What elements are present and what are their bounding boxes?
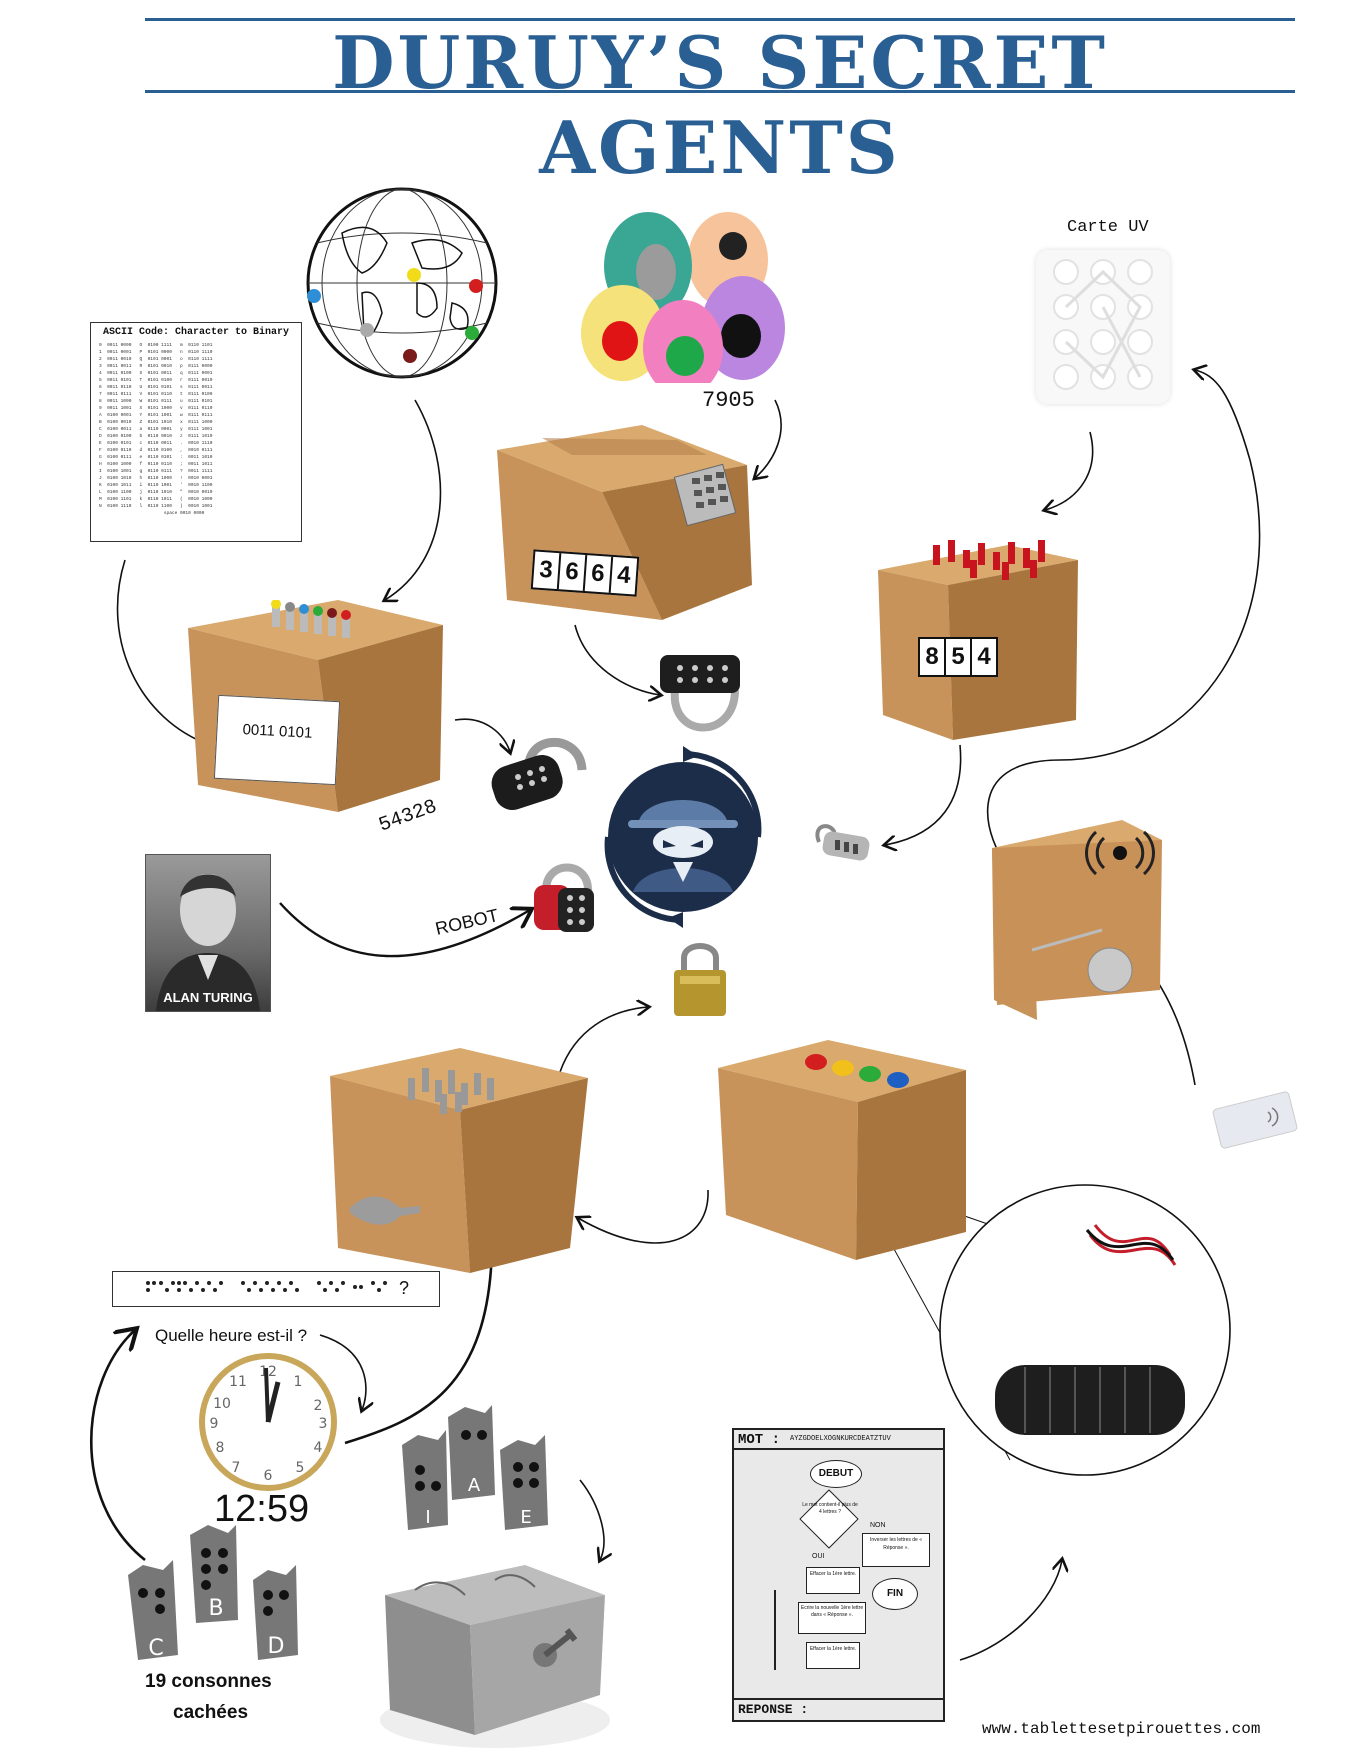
svg-text:11: 11 <box>229 1374 247 1390</box>
arrow-chart-to-cryptex <box>959 1560 1062 1661</box>
mot-value: AYZGDOELXOGNKURCDEATZTUV <box>790 1435 891 1443</box>
balloons-code: 7905 <box>702 388 755 413</box>
digit: 5 <box>946 639 972 675</box>
svg-text:2: 2 <box>314 1398 323 1414</box>
quelle-heure-label: Quelle heure est-il ? <box>155 1326 308 1345</box>
ascii-heading: ASCII Code: Character to Binary <box>102 327 290 338</box>
braille-question-box: ? <box>112 1271 440 1307</box>
svg-text:10: 10 <box>213 1396 231 1412</box>
mot-label: MOT : <box>738 1432 781 1448</box>
braille-tiles-top: I A E <box>402 1405 548 1530</box>
flow-question: Le mot contient-il plus de 4 lettres ? <box>802 1502 858 1515</box>
digit: 4 <box>977 643 991 670</box>
box-right-top <box>878 540 1078 740</box>
arrow-balloons-to-box <box>755 399 782 478</box>
arrow-box-to-brass-padlock <box>559 1007 648 1073</box>
arrow-box-to-zipper-lock <box>885 744 962 845</box>
arrow-braille-to-chest <box>579 1479 604 1560</box>
box-center-top-digits: 3 6 6 4 <box>530 549 640 597</box>
binary-card-text: 0011 0101 <box>242 721 313 742</box>
arrow-question-to-clock <box>319 1334 366 1410</box>
flow-step3: Effacer la 1ère lettre. <box>806 1642 860 1669</box>
arrow-uv-to-box <box>1045 431 1094 510</box>
lock-icon <box>534 863 594 932</box>
svg-text:1: 1 <box>294 1374 303 1390</box>
arrow-clock-to-box <box>344 1245 492 1445</box>
svg-text:5: 5 <box>296 1460 305 1476</box>
flow-debut: DEBUT <box>810 1460 862 1488</box>
svg-text:7: 7 <box>232 1460 241 1476</box>
flow-step2: Ecrire la nouvelle 1ère lettre dans « Ré… <box>798 1602 866 1634</box>
braille-letter: I <box>425 1507 430 1528</box>
arrow-ascii-to-box <box>116 559 210 745</box>
balloons-image <box>581 212 785 383</box>
braille-letter: D <box>268 1634 285 1659</box>
braille-letter: B <box>208 1596 223 1621</box>
digit: 4 <box>616 561 632 590</box>
clock-icon: 121234567891011 <box>199 1353 337 1491</box>
cables-icon <box>1085 1224 1177 1266</box>
title-rule-top <box>145 18 1295 21</box>
clock-time: 12:59 <box>214 1488 310 1530</box>
chest-image <box>380 1565 610 1748</box>
carte-uv-label: Carte UV <box>1067 218 1149 237</box>
globe-image <box>306 187 498 379</box>
box-bottom-right <box>718 1040 966 1260</box>
digit: 3 <box>532 551 562 590</box>
alan-turing-photo: ALAN TURING <box>145 854 271 1012</box>
braille-letter: E <box>520 1507 531 1528</box>
lock-icon <box>491 738 587 810</box>
digit: 6 <box>584 555 614 593</box>
arrow-globe-to-box <box>385 399 442 600</box>
reponse-label: REPONSE : <box>738 1702 809 1717</box>
lock-icon <box>660 655 740 732</box>
braille-question-mark: ? <box>399 1278 410 1298</box>
title-banner: DURUY’S SECRET AGENTS <box>145 18 1295 190</box>
padlock-icon <box>674 943 726 1016</box>
svg-text:3: 3 <box>319 1416 328 1432</box>
website-url: www.tablettesetpirouettes.com <box>982 1720 1261 1738</box>
svg-text:9: 9 <box>210 1416 219 1432</box>
uv-card-image <box>1036 250 1170 404</box>
ascii-table-sheet: ASCII Code: Character to Binary 0 0011 0… <box>90 322 302 542</box>
box-right-middle <box>992 820 1162 1020</box>
flowchart-sheet: MOT : AYZGDOELXOGNKURCDEATZTUV DEBUT Le … <box>732 1428 945 1722</box>
flow-step1: Effacer la 1ère lettre. <box>806 1567 860 1594</box>
flow-non: NON <box>870 1522 886 1529</box>
flow-fin: FIN <box>872 1578 918 1610</box>
svg-text:8: 8 <box>216 1440 225 1456</box>
arrow-box-to-lock <box>574 624 660 695</box>
binary-card: 0011 0101 <box>213 694 341 786</box>
consonnes-line1: 19 consonnes <box>145 1671 272 1692</box>
flow-oui: OUI <box>812 1553 825 1560</box>
ascii-table-rows: 0 0011 0000 O 0100 1111 m 0110 1101 1 00… <box>99 343 213 516</box>
lock-icon <box>815 824 870 861</box>
svg-text:6: 6 <box>264 1468 273 1484</box>
braille-tiles-bottom: C B D <box>128 1525 298 1661</box>
braille-letter: A <box>468 1475 481 1496</box>
arrow-box-to-padlock <box>454 718 510 752</box>
consonnes-line2: cachées <box>173 1702 249 1723</box>
braille-letter: C <box>148 1636 163 1661</box>
rfid-card-icon <box>1212 1091 1298 1149</box>
title-rule-bottom <box>145 90 1295 93</box>
braille-dots <box>146 1281 387 1292</box>
box-bottom-left <box>330 1048 588 1273</box>
box-right-top-digits: 8 5 4 <box>918 637 998 677</box>
svg-text:4: 4 <box>314 1440 323 1456</box>
turing-caption: ALAN TURING <box>163 990 253 1005</box>
arrow-box-to-keybox <box>578 1189 709 1244</box>
digit: 6 <box>558 553 588 592</box>
cryptex-icon <box>995 1365 1185 1435</box>
flow-invert: Inverser les lettres de « Réponse ». <box>862 1533 930 1567</box>
secret-agent-icon <box>604 746 762 928</box>
arrow-turing-to-lock <box>279 902 530 958</box>
arrow-box-to-uv <box>986 370 1261 871</box>
digit: 8 <box>920 639 946 675</box>
arrow-braille-to-question <box>89 1330 146 1562</box>
